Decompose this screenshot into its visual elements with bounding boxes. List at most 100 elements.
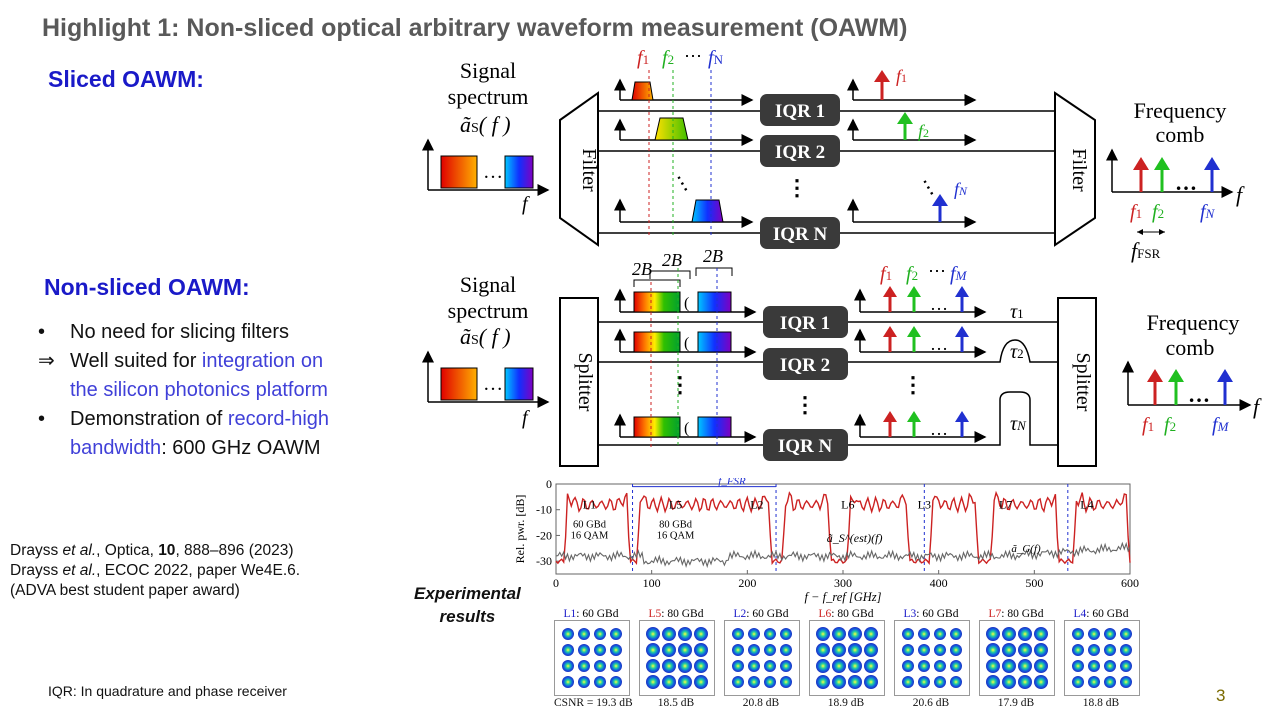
constellation-label: L2: 60 GBd [733, 608, 789, 620]
csnr-value: 20.8 dB [742, 697, 780, 709]
constellation-point [986, 675, 1000, 689]
constellation-point [918, 660, 930, 672]
svg-text:f1: f1 [637, 47, 649, 69]
svg-text:⋯: ⋯ [668, 170, 697, 198]
constellation-l6: L6: 80 GBd 18.9 dB [809, 608, 885, 709]
iqr-box-n-bottom: IQR N [763, 429, 848, 461]
constellation-point [764, 644, 776, 656]
constellation-point [1072, 676, 1084, 688]
constellation-point [662, 643, 676, 657]
input-spectrum-top: … f [422, 138, 550, 215]
signal-label-bottom-1: Signal [460, 272, 516, 297]
constellation-point [1002, 627, 1016, 641]
constellation-plot [554, 620, 630, 696]
svg-text:f2: f2 [662, 47, 674, 69]
constellation-point [1002, 659, 1016, 673]
constellation-point [848, 627, 862, 641]
lane-label: L3 [918, 497, 931, 511]
constellation-point [578, 676, 590, 688]
lane-label: L4 [1080, 497, 1093, 511]
constellation-point [816, 675, 830, 689]
svg-text:fN: fN [1200, 201, 1216, 223]
constellation-point [662, 659, 676, 673]
filter-right-label: Filter [1068, 148, 1090, 192]
constellation-point [594, 660, 606, 672]
svg-text:f2: f2 [906, 263, 918, 285]
bullet-text: bandwidth [70, 437, 162, 459]
reference-2: Drayss et al., ECOC 2022, paper We4E.6. [10, 562, 301, 579]
constellation-point [610, 628, 622, 640]
freq-comb-top-2: comb [1156, 122, 1205, 147]
csnr-value: 18.9 dB [827, 697, 865, 709]
bullet-text: : 600 GHz OAWM [161, 437, 321, 459]
svg-text:IQR 2: IQR 2 [780, 355, 830, 376]
constellation-point [732, 644, 744, 656]
svg-text:⋮: ⋮ [669, 372, 691, 397]
bullet-text: integration on [201, 350, 324, 372]
csnr-value: 18.5 dB [657, 697, 695, 709]
svg-text:fM: fM [950, 263, 968, 285]
sliced-output-tones: f1 f2 ⋯ fN [847, 66, 977, 228]
constellation-point [864, 627, 878, 641]
tau-n: τN [1010, 413, 1027, 435]
svg-text:…: … [483, 161, 503, 183]
constellation-point [864, 675, 878, 689]
series-estimated-spectrum [555, 490, 1131, 566]
constellation-point [1018, 627, 1032, 641]
x-tick-label: 300 [834, 576, 852, 590]
constellation-point [1088, 628, 1100, 640]
bullet-text: the silicon photonics platform [70, 379, 328, 401]
svg-text:f: f [522, 407, 530, 429]
input-spectrum-bottom: … f [422, 350, 550, 429]
bullet-item: •No need for slicing filters [38, 318, 329, 347]
constellation-point [832, 659, 846, 673]
constellation-point [780, 644, 792, 656]
experimental-results-label: Experimental results [414, 584, 521, 626]
constellation-point [950, 660, 962, 672]
freq-comb-bottom-2: comb [1166, 335, 1215, 360]
x-tick-label: 600 [1121, 576, 1139, 590]
constellation-point [748, 660, 760, 672]
bandwidth-brackets: 2B 2B 2B [632, 246, 733, 287]
constellation-point [578, 660, 590, 672]
constellation-plot [1064, 620, 1140, 696]
constellation-point [986, 643, 1000, 657]
bullet-text: No need for slicing filters [70, 321, 289, 343]
constellation-point [934, 628, 946, 640]
constellation-point [1072, 660, 1084, 672]
constellation-point [562, 628, 574, 640]
reference-1: Drayss et al., Optica, 10, 888–896 (2023… [10, 542, 294, 559]
bullet-text: record-high [227, 408, 330, 430]
constellation-point [1034, 675, 1048, 689]
constellation-point [1002, 675, 1016, 689]
svg-text:…: … [1188, 382, 1210, 407]
constellation-point [1088, 676, 1100, 688]
x-tick-label: 400 [930, 576, 948, 590]
constellation-point [748, 676, 760, 688]
splitter-left-label: Splitter [574, 353, 596, 412]
constellation-plot [979, 620, 1055, 696]
y-tick-label: 0 [546, 478, 552, 491]
lane-info: 80 GBd [659, 520, 693, 531]
svg-text:2B: 2B [662, 250, 682, 270]
tau-1: τ1 [1010, 301, 1024, 323]
lane-info: 16 QAM [571, 531, 609, 542]
constellation-point [848, 659, 862, 673]
constellation-point [662, 675, 676, 689]
constellation-point [694, 627, 708, 641]
tau-2: τ2 [1010, 341, 1024, 363]
constellation-point [594, 644, 606, 656]
csnr-value: 18.8 dB [1082, 697, 1120, 709]
svg-text:fM: fM [1212, 414, 1230, 436]
svg-text:fN: fN [708, 47, 724, 69]
bullet-item: ⇒Well suited for integration on [38, 347, 329, 376]
nonsliced-output-tones: ……… [854, 286, 987, 443]
constellation-label: L6: 80 GBd [818, 608, 874, 620]
csnr-value: CSNR = 19.3 dB [554, 697, 633, 709]
page-number: 3 [1216, 686, 1226, 705]
constellation-point [1088, 644, 1100, 656]
bullet-item: bandwidth: 600 GHz OAWM [38, 434, 329, 463]
splitter-right [1057, 297, 1097, 467]
csnr-value: 20.6 dB [912, 697, 950, 709]
constellation-label: L7: 80 GBd [988, 608, 1044, 620]
